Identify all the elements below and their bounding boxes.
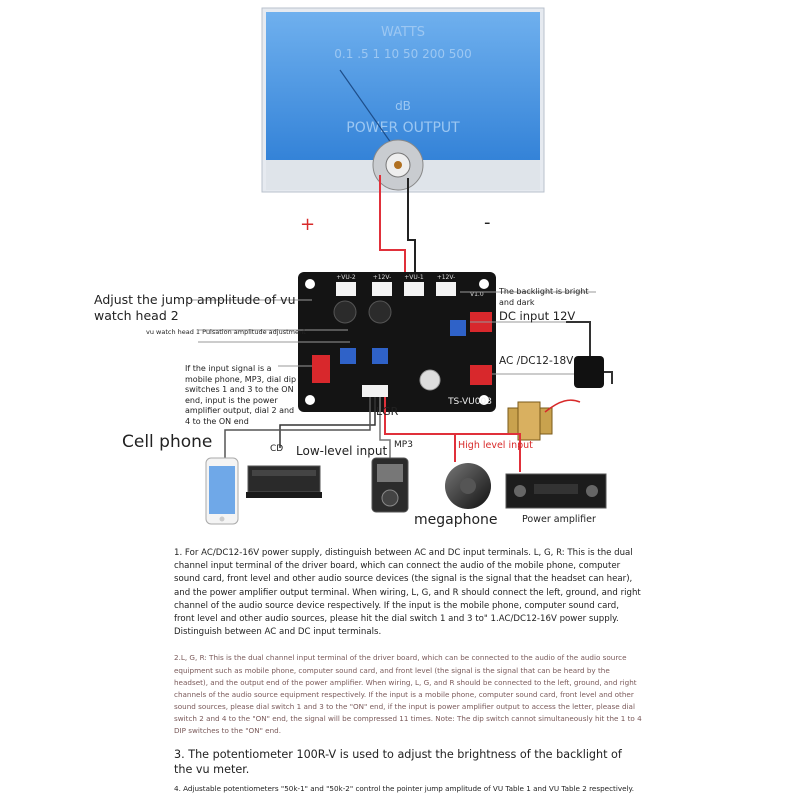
note-1: 1. For AC/DC12-16V power supply, disting…: [174, 548, 641, 638]
potentiometer-100r: [450, 320, 466, 336]
dip-switch: [312, 355, 330, 383]
meter-scale-numbers: 0.1 .5 1 10 50 200 500: [334, 47, 471, 61]
label-backlight: The backlight is bright and dark: [499, 287, 589, 307]
label-power-amplifier: Power amplifier: [522, 514, 596, 525]
label-low-level-input: Low-level input: [296, 444, 388, 458]
board-model: TS-VU003: [447, 397, 492, 407]
header-label: +12V-: [437, 274, 456, 281]
meter-wire-red: [379, 175, 406, 280]
header-connector: [372, 282, 392, 296]
label-cd: CD: [270, 444, 284, 454]
label-jump-amplitude: Adjust the jump amplitude of vu watch he…: [94, 292, 296, 323]
dc-adapter: [566, 321, 613, 388]
wiring-diagram: WATTS 0.1 .5 1 10 50 200 500 dB POWER OU…: [190, 7, 613, 525]
power-amplifier-device: [505, 473, 607, 509]
mp3-player-device: [371, 457, 409, 513]
label-head1-adjust: vu watch head 1 Pulsation amplitude adju…: [146, 328, 306, 336]
label-high-level-input: High level input: [458, 440, 533, 451]
note-2: 2.L, G, R: This is the dual channel inpu…: [174, 653, 642, 735]
label-mp3: MP3: [394, 440, 413, 450]
minus-sign: -: [484, 212, 491, 233]
label-cell-phone: Cell phone: [122, 432, 213, 452]
header-connector: [336, 282, 356, 296]
meter-scale-bottom: POWER OUTPUT: [346, 120, 460, 136]
meter-wire-black: [407, 178, 416, 280]
notes-section: 1. For AC/DC12-16V power supply, disting…: [174, 547, 642, 794]
header-label: +12V-: [373, 274, 392, 281]
cd-player-device: [246, 465, 322, 498]
header-label: +VU-1: [404, 274, 424, 281]
board-version: V1.0: [470, 291, 484, 298]
header-connector: [436, 282, 456, 296]
meter-scale-db: dB: [395, 99, 411, 113]
note-3: 3. The potentiometer 100R-V is used to a…: [174, 748, 622, 777]
label-dc-input: DC input 12V: [499, 309, 576, 323]
vu-meter: WATTS 0.1 .5 1 10 50 200 500 dB POWER OU…: [261, 7, 545, 193]
potentiometer-50k-2: [372, 348, 388, 364]
header-connector: [404, 282, 424, 296]
lgr-connector: [362, 385, 388, 397]
plus-sign: +: [300, 214, 315, 235]
label-lgr: LGR: [376, 405, 399, 418]
label-dip-note: If the input signal is a mobile phone, M…: [185, 364, 297, 426]
potentiometer-50k-1: [340, 348, 356, 364]
header-label: +VU-2: [336, 274, 356, 281]
ac-terminal: [470, 365, 492, 385]
note-4: 4. Adjustable potentiometers "50k-1" and…: [174, 784, 635, 794]
cell-phone-device: [205, 457, 239, 525]
transformer: [507, 399, 581, 441]
megaphone-speaker: [445, 463, 491, 509]
label-megaphone: megaphone: [414, 512, 498, 528]
meter-scale-top: WATTS: [381, 25, 425, 40]
label-ac-dc: AC /DC12-18V: [499, 355, 574, 367]
